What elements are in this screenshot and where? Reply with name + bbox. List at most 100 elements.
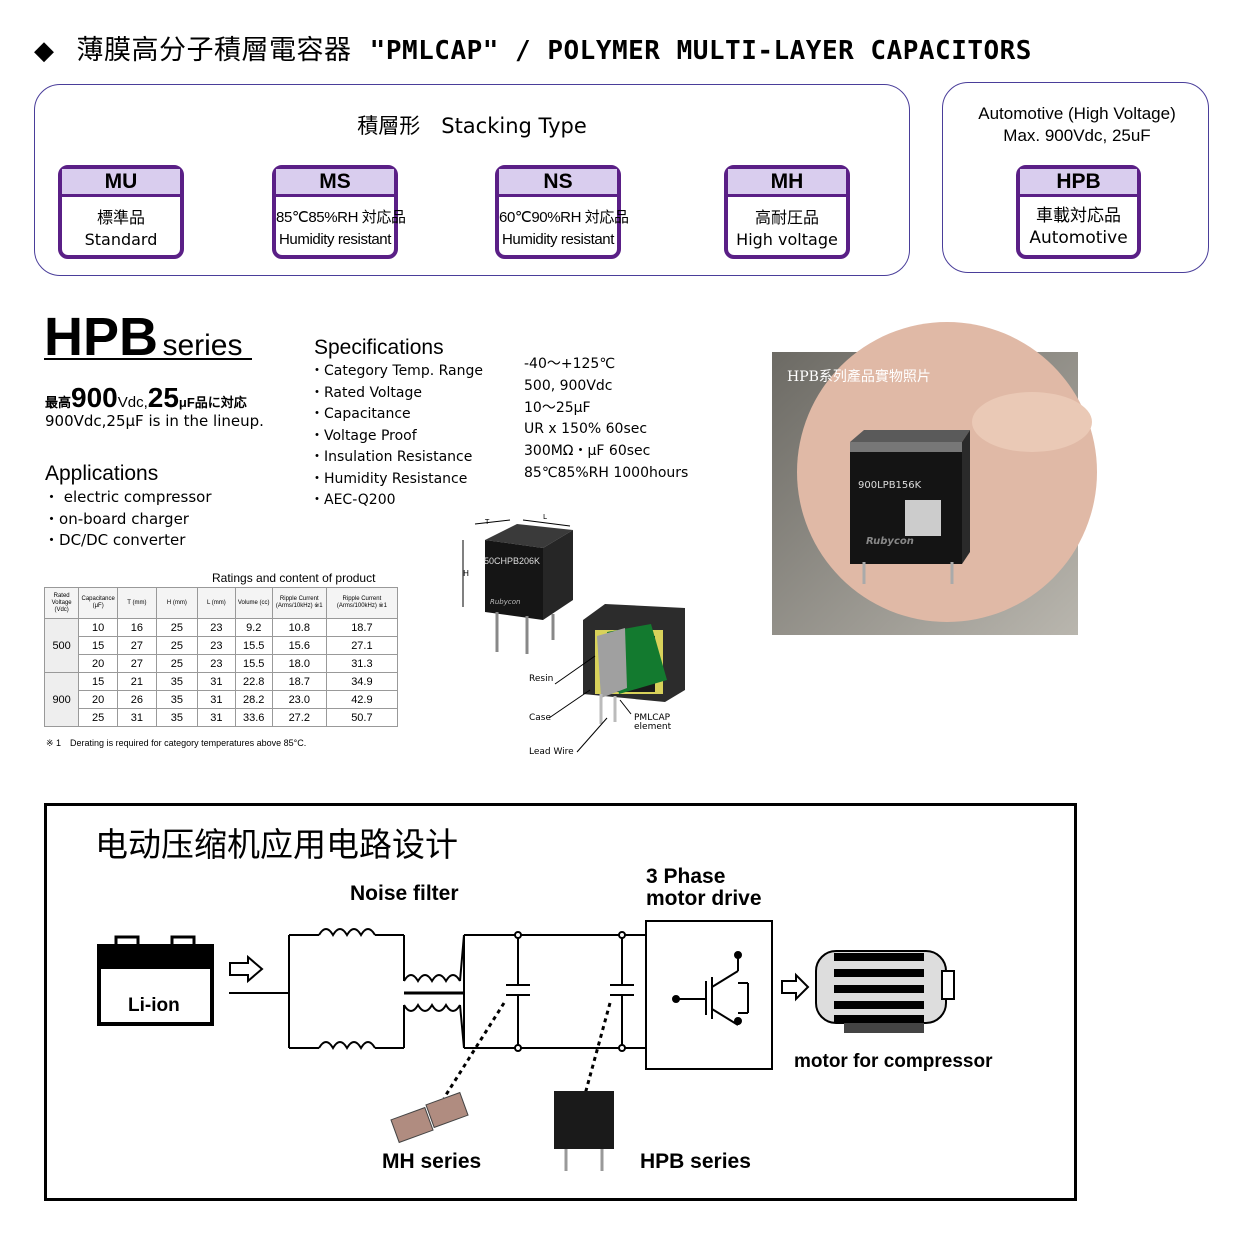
photo-part-number: 900LPB156K [858, 480, 922, 491]
hpb-tagline: 最高900Vdc,25μF品に対応 [45, 382, 247, 413]
case-label: Case [529, 713, 552, 723]
type-card-ms: MS 85℃85%RH 対応品 Humidity resistant [272, 165, 406, 259]
spec-value: 85℃85%RH 1000hours [524, 464, 689, 481]
diagram-part-number: 50CHPB206K [484, 556, 541, 566]
type-card-mu: MU 標準品 Standard [58, 165, 184, 259]
title-jp: 薄膜高分子積層電容器 [76, 35, 352, 66]
type-card-mh: MH 高耐圧品 High voltage [724, 165, 850, 259]
noise-filter-label: Noise filter [350, 882, 459, 905]
spec-value: 300MΩ・μF 60sec [524, 443, 651, 460]
specifications-title: Specifications [314, 336, 444, 359]
circuit-panel [44, 803, 1077, 1201]
applications-title: Applications [45, 462, 159, 485]
type-line1: 85℃85%RH 対応品 [276, 209, 406, 226]
spec-value: 10～25μF [524, 399, 591, 416]
resin-label: Resin [529, 674, 554, 684]
table-cell: 31 [197, 708, 236, 727]
table-cell: 26 [117, 690, 157, 709]
table-cell: 20 [78, 654, 119, 673]
diagram-brand: Rubycon [490, 598, 521, 606]
table-header: L (mm) [197, 587, 236, 619]
table-cell: 35 [155, 690, 199, 709]
type-code: HPB [1020, 169, 1137, 197]
table-cell: 10 [78, 618, 119, 637]
table-cell: 18.7 [271, 672, 327, 691]
table-cell: 28.2 [234, 690, 273, 709]
table-header: H (mm) [155, 587, 199, 619]
table-cell: 31 [197, 690, 236, 709]
automotive-text: Automotive (High Voltage) Max. 900Vdc, 2… [942, 103, 1212, 147]
table-cell: 25 [78, 708, 119, 727]
applications-list: ・ electric compressor ・on-board charger … [44, 487, 211, 552]
type-line2: Humidity resistant [278, 231, 391, 248]
hpb-title-small: series [162, 329, 243, 362]
table-cell: 31.3 [325, 654, 399, 673]
dim-h-label: H [463, 569, 470, 578]
circuit-title: 电动压缩机应用电路设计 [95, 825, 458, 864]
table-cell: 50.7 [325, 708, 399, 727]
list-item: ・DC/DC converter [44, 531, 186, 549]
table-cell: 9.2 [234, 618, 273, 637]
ratings-table: Rated Voltage (Vdc) Capacitance (μF) T (… [43, 587, 399, 727]
hpb-lineup: 900Vdc,25μF is in the lineup. [45, 412, 264, 430]
table-cell: 25 [155, 654, 199, 673]
table-cell: 15.5 [234, 636, 273, 655]
automotive-line1: Automotive (High Voltage) [978, 104, 1176, 123]
table-cell: 15 [78, 636, 119, 655]
stacking-type-panel [34, 84, 910, 276]
battery-label: Li-ion [128, 995, 180, 1016]
table-cell: 21 [117, 672, 157, 691]
table-header: T (mm) [117, 587, 157, 619]
table-cell: 16 [117, 618, 157, 637]
type-line2: Automotive [1029, 228, 1128, 248]
table-cell: 27 [117, 636, 157, 655]
motor-label: motor for compressor [794, 1051, 993, 1072]
table-cell: 25 [155, 618, 199, 637]
capacitor-diagram [462, 519, 685, 753]
table-cell: 23 [197, 654, 236, 673]
lead-wire-label: Lead Wire [529, 747, 574, 757]
table-cell: 27 [117, 654, 157, 673]
title-underline [44, 358, 252, 360]
spec-value: -40～+125℃ [524, 356, 616, 372]
table-cell: 42.9 [325, 690, 399, 709]
table-cell: 31 [197, 672, 236, 691]
list-item: ・on-board charger [44, 509, 189, 528]
hpb-title-big: HPB [44, 307, 159, 367]
type-line1: 車載対応品 [1036, 206, 1121, 226]
table-cell: 31 [117, 708, 157, 727]
diamond-bullet-icon: ◆ [34, 36, 55, 66]
photo-brand: Rubycon [866, 536, 914, 547]
spec-label: ・Capacitance [310, 406, 411, 422]
type-card-ns: NS 60℃90%RH 対応品 Humidity resistant [495, 165, 629, 259]
ratings-note: ※ 1 Derating is required for category te… [46, 738, 307, 748]
table-header: Capacitance (μF) [78, 587, 119, 619]
table-cell: 15.5 [234, 654, 273, 673]
list-item: ・ electric compressor [44, 488, 212, 506]
table-cell: 15.6 [271, 636, 327, 655]
spec-value: UR x 150% 60sec [524, 421, 648, 438]
type-line2: High voltage [736, 230, 838, 249]
table-cell: 22.8 [234, 672, 273, 691]
spec-label: ・Voltage Proof [310, 427, 417, 444]
table-cell: 18.0 [271, 654, 327, 673]
table-cell: 27.2 [271, 708, 327, 727]
spec-label: ・Category Temp. Range [310, 363, 483, 379]
table-cell: 10.8 [271, 618, 327, 637]
type-line2: Humidity resistant [501, 231, 614, 248]
product-photo: HPB系列產品實物照片 900LPB156K Rubycon [772, 322, 1097, 635]
mh-series-label: MH series [382, 1150, 482, 1173]
table-cell: 23 [197, 636, 236, 655]
table-cell: 23 [197, 618, 236, 637]
hpb-series-title: HPB series [44, 306, 243, 368]
title-en: "PMLCAP" / POLYMER MULTI-LAYER CAPACITOR… [369, 36, 1032, 66]
table-cell: 20 [78, 690, 119, 709]
